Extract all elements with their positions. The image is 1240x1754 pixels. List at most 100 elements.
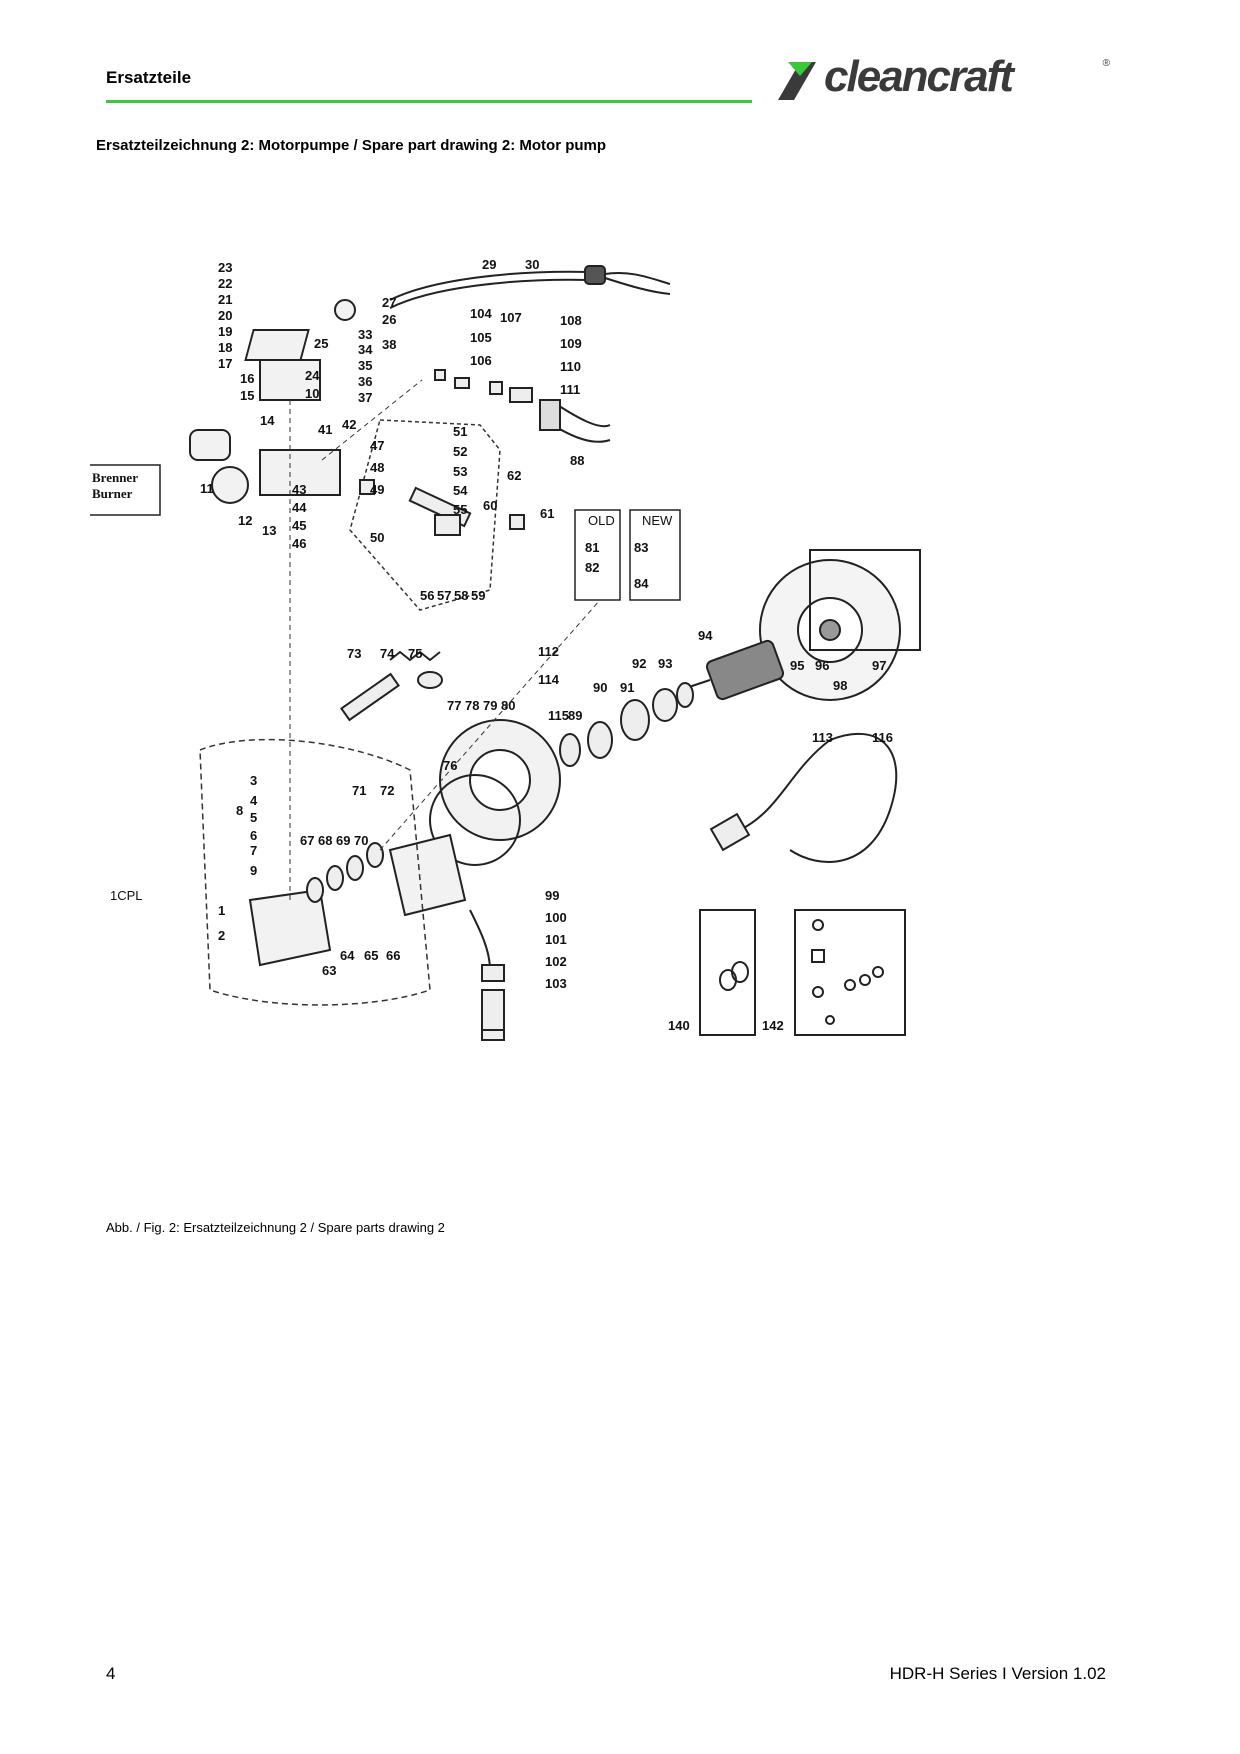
part-label: 75 (408, 646, 422, 661)
part-label: 80 (501, 698, 515, 713)
part-label: 116 (872, 730, 893, 745)
guide-lines (289, 379, 601, 900)
part-label: 63 (322, 963, 336, 978)
logo-registered-mark: ® (1102, 58, 1110, 69)
part-label: 48 (370, 460, 384, 475)
part-label: 99 (545, 888, 559, 903)
part-label: 37 (358, 390, 372, 405)
inset-140 (699, 909, 756, 1036)
motor-cable-top (389, 265, 671, 309)
part-label: 7 (250, 843, 257, 858)
part-label: 74 (380, 646, 395, 661)
part-label: 35 (358, 358, 372, 373)
part-label: 4 (250, 793, 258, 808)
part-label: 114 (538, 672, 560, 687)
part-label: 21 (218, 292, 232, 307)
part-label: 93 (658, 656, 672, 671)
part-label: 65 (364, 948, 378, 963)
part-label: 8 (236, 803, 243, 818)
logo-mark-icon (778, 62, 816, 100)
valve-dotted-group (349, 419, 501, 611)
valve-stack (359, 479, 525, 536)
part-label: 9 (250, 863, 257, 878)
part-label: 51 (453, 424, 467, 439)
pump-dotted-group (199, 738, 431, 1006)
page-number: 4 (106, 1664, 116, 1683)
part-label: 115 (548, 708, 569, 723)
part-label: 17 (218, 356, 232, 371)
part-label: 47 (370, 438, 384, 453)
part-label: 83 (634, 540, 648, 555)
part-label: 82 (585, 560, 599, 575)
part-label: 13 (262, 523, 276, 538)
part-label: 107 (500, 310, 522, 325)
part-label: 36 (358, 374, 372, 389)
part-label: 62 (507, 468, 521, 483)
part-label: 97 (872, 658, 886, 673)
old-new-boxes (574, 509, 681, 601)
part-label: 108 (560, 313, 582, 328)
header-rule (106, 100, 752, 103)
part-label: 44 (292, 500, 307, 515)
part-label: 33 (358, 327, 372, 342)
spring-piston (340, 650, 443, 722)
part-label: 22 (218, 276, 232, 291)
part-label: 95 (790, 658, 804, 673)
part-label: 46 (292, 536, 306, 551)
part-label: 45 (292, 518, 306, 533)
part-label: 20 (218, 308, 232, 323)
part-label: 81 (585, 540, 599, 555)
bearing-set (559, 682, 694, 767)
part-label: 77 (447, 698, 461, 713)
part-label: 49 (370, 482, 384, 497)
part-label: 104 (470, 306, 492, 321)
part-label: 96 (815, 658, 829, 673)
part-label: 100 (545, 910, 567, 925)
part-label: 64 (340, 948, 355, 963)
part-label: 10 (305, 386, 319, 401)
part-label: 70 (354, 833, 368, 848)
part-label: 19 (218, 324, 232, 339)
header-title: Ersatzteile (106, 68, 192, 87)
part-label: 27 (382, 295, 396, 310)
part-label: 79 (483, 698, 497, 713)
part-label: 52 (453, 444, 467, 459)
part-label: 60 (483, 498, 497, 513)
part-label: 71 (352, 783, 366, 798)
hose-88 (539, 399, 611, 443)
rotor-94 (679, 639, 785, 701)
part-label: 111 (560, 382, 580, 397)
part-label: 38 (382, 337, 396, 352)
part-label: 84 (634, 576, 649, 591)
power-cable (709, 732, 898, 863)
part-label: 68 (318, 833, 332, 848)
part-labels: 1 2 3 4 5 6 7 8 9 10 11 12 13 14 15 16 1… (200, 257, 893, 1033)
part-label: 54 (453, 483, 468, 498)
part-label: 105 (470, 330, 492, 345)
part-label: 30 (525, 257, 539, 272)
part-label: 57 (437, 588, 451, 603)
part-label: 76 (443, 758, 457, 773)
part-label: 78 (465, 698, 479, 713)
spare-parts-drawing: Brenner Burner OLD NEW 1CPL 1 2 3 4 5 6 … (90, 257, 921, 1041)
part-label: 102 (545, 954, 567, 969)
part-label: 16 (240, 371, 254, 386)
part-label: 50 (370, 530, 384, 545)
inset-142 (794, 909, 906, 1036)
part-label: 3 (250, 773, 257, 788)
part-label: 61 (540, 506, 554, 521)
part-label: 88 (570, 453, 584, 468)
part-label: 24 (305, 368, 320, 383)
part-label: 2 (218, 928, 225, 943)
part-label: 89 (568, 708, 582, 723)
part-label: 101 (545, 932, 567, 947)
pump-head (248, 833, 467, 967)
logo-text: cleancraft (824, 52, 1014, 101)
part-label: 112 (538, 644, 559, 659)
part-label: 25 (314, 336, 328, 351)
part-label: 142 (762, 1018, 784, 1033)
burner-label-en: Burner (92, 486, 133, 501)
pump-flange (429, 719, 561, 866)
part-label: 67 (300, 833, 314, 848)
part-label: 53 (453, 464, 467, 479)
